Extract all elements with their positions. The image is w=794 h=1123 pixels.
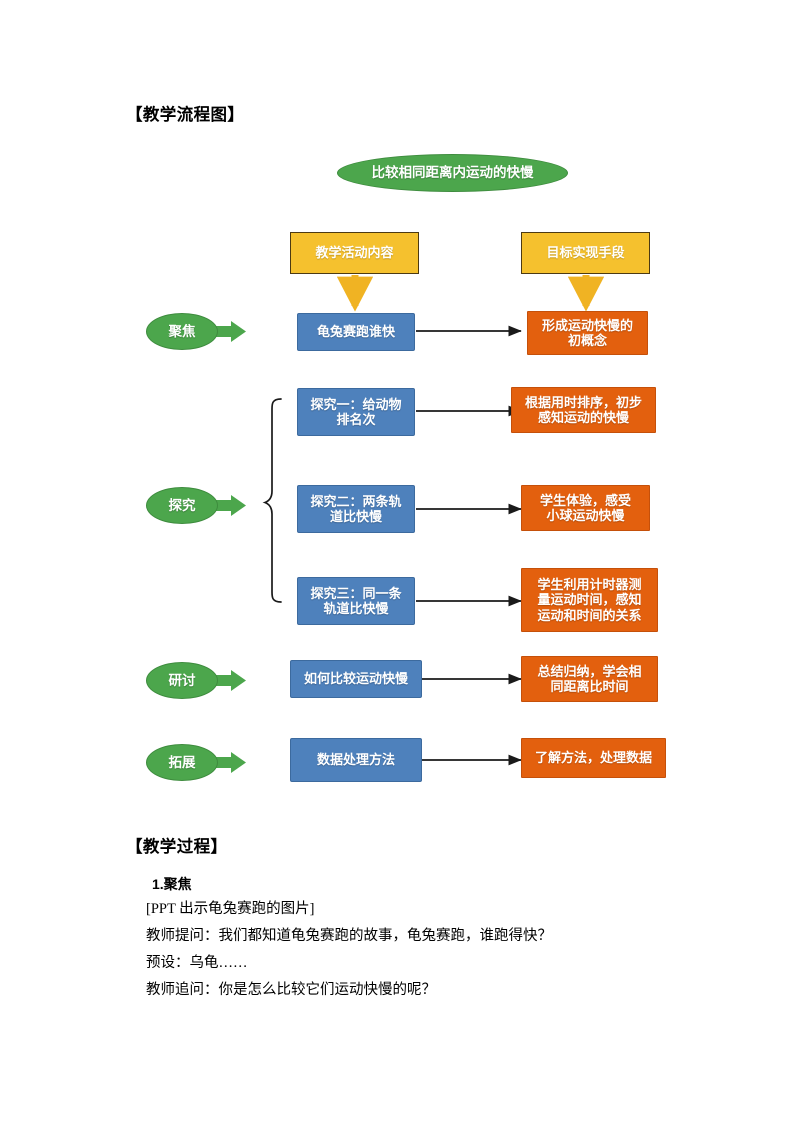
stage-oval-inquiry: 探究 bbox=[146, 487, 218, 524]
activity-box-inquiry-2: 探究二：两条轨 道比快慢 bbox=[297, 485, 415, 533]
outcome-box-timer-measurement: 学生利用计时器测 量运动时间，感知 运动和时间的关系 bbox=[521, 568, 658, 632]
stage-oval-discussion: 研讨 bbox=[146, 662, 218, 699]
inquiry-brace bbox=[262, 398, 282, 603]
outcome-box-method-data: 了解方法，处理数据 bbox=[521, 738, 666, 778]
process-line-1: 1.聚焦 bbox=[152, 876, 192, 892]
column-header-outcomes: 目标实现手段 bbox=[521, 232, 650, 274]
outcome-box-summary: 总结归纳，学会相 同距离比时间 bbox=[521, 656, 658, 702]
column-header-activities: 教学活动内容 bbox=[290, 232, 419, 274]
activity-box-data-processing: 数据处理方法 bbox=[290, 738, 422, 782]
activity-box-compare-method: 如何比较运动快慢 bbox=[290, 660, 422, 698]
process-line-4: 预设：乌龟…… bbox=[146, 955, 248, 971]
flowchart-title-node: 比较相同距离内运动的快慢 bbox=[337, 154, 568, 192]
page-heading-process: 【教学过程】 bbox=[126, 837, 228, 856]
activity-outcome-arrows bbox=[416, 325, 522, 766]
process-line-5: 教师追问：你是怎么比较它们运动快慢的呢？ bbox=[146, 982, 436, 998]
outcome-box-initial-concept: 形成运动快慢的 初概念 bbox=[527, 311, 648, 355]
activity-box-race: 龟兔赛跑谁快 bbox=[297, 313, 415, 351]
stage-oval-extension: 拓展 bbox=[146, 744, 218, 781]
stage-arrow-group bbox=[213, 321, 246, 773]
stage-oval-focus: 聚焦 bbox=[146, 313, 218, 350]
process-line-2: [PPT 出示龟兔赛跑的图片] bbox=[146, 901, 315, 917]
outcome-box-ball-experience: 学生体验，感受 小球运动快慢 bbox=[521, 485, 650, 531]
process-line-3: 教师提问：我们都知道龟兔赛跑的故事，龟兔赛跑，谁跑得快？ bbox=[146, 928, 552, 944]
page-heading-flowchart: 【教学流程图】 bbox=[126, 105, 245, 124]
teaching-flowchart: 比较相同距离内运动的快慢 教学活动内容 目标实现手段 聚焦 探究 研讨 拓展 龟… bbox=[146, 154, 666, 782]
outcome-box-ranking: 根据用时排序，初步 感知运动的快慢 bbox=[511, 387, 656, 433]
activity-box-inquiry-3: 探究三：同一条 轨道比快慢 bbox=[297, 577, 415, 625]
activity-box-inquiry-1: 探究一：给动物 排名次 bbox=[297, 388, 415, 436]
